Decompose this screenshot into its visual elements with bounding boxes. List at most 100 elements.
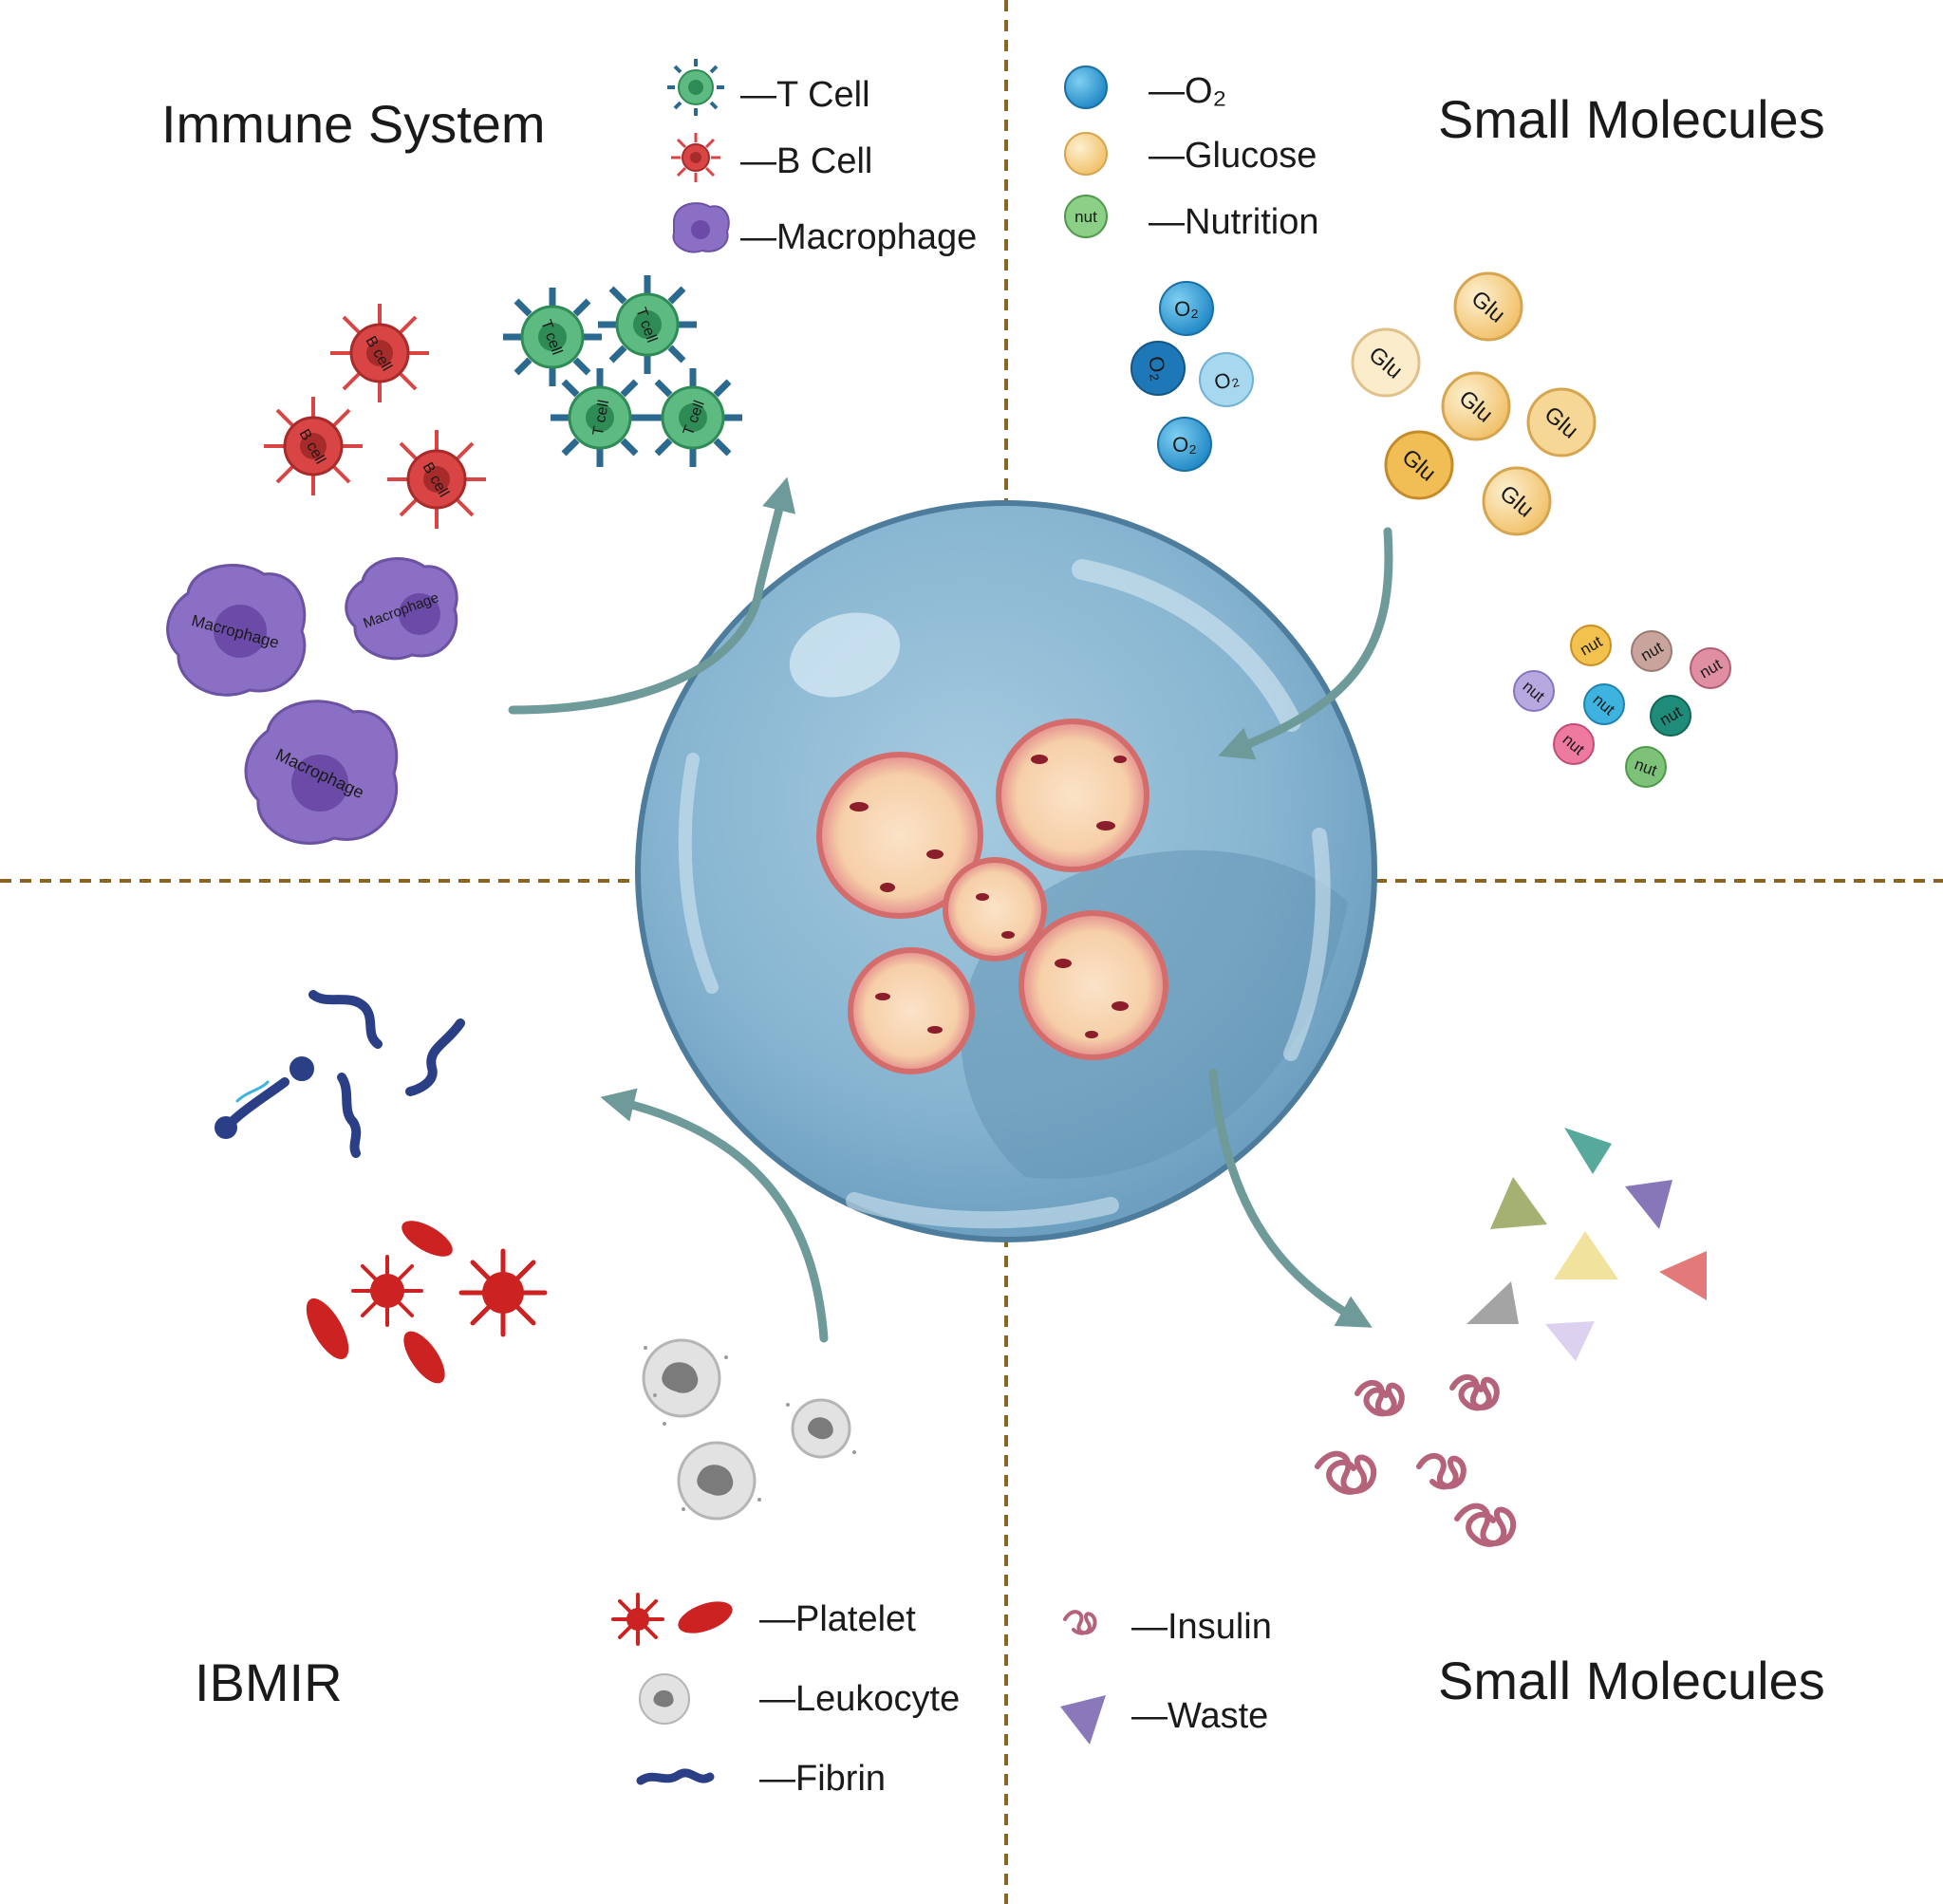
leukocyte-group — [642, 1338, 856, 1521]
leukocyte — [791, 1398, 851, 1459]
macrophage: Macrophage — [244, 700, 399, 845]
fibrin-fiber — [235, 1080, 270, 1103]
nutrition-molecule: nut — [1631, 630, 1672, 672]
oxygen-molecule: O₂ — [1157, 417, 1212, 472]
oxygen-label: O₂ — [1174, 297, 1199, 321]
oxygen-label: O₂ — [1144, 354, 1171, 383]
quadrant-ibmir: IBMIR — [195, 990, 960, 1799]
legend-label: —O₂ — [1149, 71, 1226, 111]
macrophage-icon — [672, 202, 730, 253]
legend-label: —B Cell — [740, 141, 872, 181]
legend-label: —Insulin — [1131, 1607, 1272, 1647]
capsule — [635, 500, 1377, 1242]
legend-label: —Platelet — [759, 1599, 916, 1639]
waste-molecule — [1659, 1251, 1707, 1300]
glucose-molecule: Glu — [1441, 371, 1511, 441]
legend-item-b-cell: —B Cell — [671, 133, 872, 182]
small-molecules-legend: —O₂ —Glucose nut —Nutrition — [1064, 65, 1319, 242]
legend-item-t-cell: —T Cell — [667, 59, 870, 116]
insulin-group — [1315, 1373, 1517, 1547]
legend-item-leukocyte: —Leukocyte — [639, 1673, 960, 1725]
legend-label: —Waste — [1131, 1696, 1268, 1736]
macrophage-group: Macrophage Macrophage Macrophage — [166, 557, 458, 845]
ibmir-legend: —Platelet —Leukocyte —Fibrin — [611, 1593, 960, 1799]
glucose-molecule: Glu — [1351, 327, 1421, 398]
islet — [816, 752, 983, 919]
waste-molecule — [1490, 1177, 1547, 1229]
arrow-to-immune-system — [508, 476, 796, 715]
legend-item-oxygen: —O₂ — [1064, 65, 1226, 111]
arrow-to-secreted-molecules — [1208, 1068, 1373, 1328]
waste-molecule — [1625, 1180, 1672, 1229]
ibmir-title: IBMIR — [195, 1652, 343, 1712]
nutrition-molecule: nut — [1583, 683, 1625, 725]
waste-icon — [1060, 1695, 1106, 1745]
legend-item-platelet: —Platelet — [611, 1593, 916, 1646]
t-cell-icon — [667, 59, 724, 116]
nutrition-icon: nut — [1064, 195, 1108, 238]
oxygen-molecule: O₂ — [1159, 281, 1214, 336]
legend-item-waste: —Waste — [1060, 1695, 1268, 1745]
platelet-group — [306, 1221, 548, 1384]
glucose-molecule: Glu — [1384, 430, 1454, 500]
insulin-molecule — [1454, 1503, 1517, 1547]
legend-label: —Fibrin — [759, 1759, 886, 1799]
glucose-icon — [1064, 132, 1108, 176]
immune-legend: —T Cell —B Cell — [667, 59, 977, 257]
nutrition-molecule: nut — [1690, 647, 1731, 689]
oxygen-molecule-group: O₂ O₂ O₂ O₂ — [1130, 281, 1254, 472]
t-cell-label: T cell — [590, 399, 612, 437]
small-molecules-title-bottom: Small Molecules — [1438, 1651, 1825, 1710]
waste-molecule — [1545, 1321, 1595, 1361]
red-blood-cell — [403, 1331, 445, 1384]
waste-group — [1467, 1128, 1707, 1361]
legend-label: —T Cell — [740, 75, 870, 115]
arrow-from-small-molecules — [1218, 527, 1393, 760]
islet — [1018, 910, 1168, 1060]
waste-molecule — [1467, 1281, 1519, 1324]
nutrition-molecule: nut — [1513, 670, 1555, 712]
bottom-molecules-legend: —Insulin —Waste — [1060, 1607, 1272, 1745]
oxygen-icon — [1064, 65, 1108, 109]
legend-item-insulin: —Insulin — [1063, 1607, 1272, 1647]
small-molecules-title-top: Small Molecules — [1438, 89, 1825, 149]
insulin-icon — [1063, 1610, 1097, 1635]
legend-item-nutrition: nut —Nutrition — [1064, 195, 1319, 242]
islet — [996, 719, 1149, 872]
platelet — [351, 1255, 423, 1327]
b-cell: B cell — [330, 304, 429, 402]
legend-label: —Leukocyte — [759, 1679, 960, 1719]
red-blood-cell — [306, 1297, 349, 1360]
fibrin-strand — [308, 990, 383, 1049]
leukocyte — [642, 1338, 721, 1418]
macrophage: Macrophage — [345, 557, 458, 661]
b-cell: B cell — [387, 430, 486, 529]
nutrition-molecule-group: nut nut nut nut nut nut nut nut — [1513, 625, 1731, 788]
leukocyte — [677, 1441, 757, 1521]
nutrition-molecule: nut — [1625, 746, 1667, 788]
t-cell: T cell — [503, 288, 602, 386]
waste-molecule — [1554, 1231, 1618, 1279]
legend-item-fibrin: —Fibrin — [636, 1759, 886, 1799]
islet — [943, 857, 1047, 961]
insulin-molecule — [1354, 1379, 1405, 1417]
islet — [848, 947, 975, 1074]
insulin-molecule — [1315, 1450, 1377, 1495]
immune-system-title: Immune System — [161, 94, 546, 154]
flow-arrows — [508, 476, 1393, 1343]
glucose-molecule: Glu — [1526, 387, 1597, 457]
oxygen-molecule: O₂ — [1199, 352, 1254, 407]
waste-molecule — [1564, 1128, 1612, 1174]
b-cell: B cell — [264, 397, 363, 495]
legend-item-macrophage: —Macrophage — [672, 202, 977, 257]
insulin-molecule — [1449, 1373, 1500, 1411]
fibrin-node — [290, 1056, 314, 1081]
legend-label: —Nutrition — [1149, 202, 1319, 242]
oxygen-label: O₂ — [1172, 433, 1197, 457]
t-cell: T cell — [644, 368, 742, 467]
fibrin-group — [215, 990, 465, 1158]
fibrin-node — [215, 1116, 237, 1139]
glucose-molecule: Glu — [1482, 466, 1552, 536]
islet-cluster — [816, 719, 1168, 1074]
